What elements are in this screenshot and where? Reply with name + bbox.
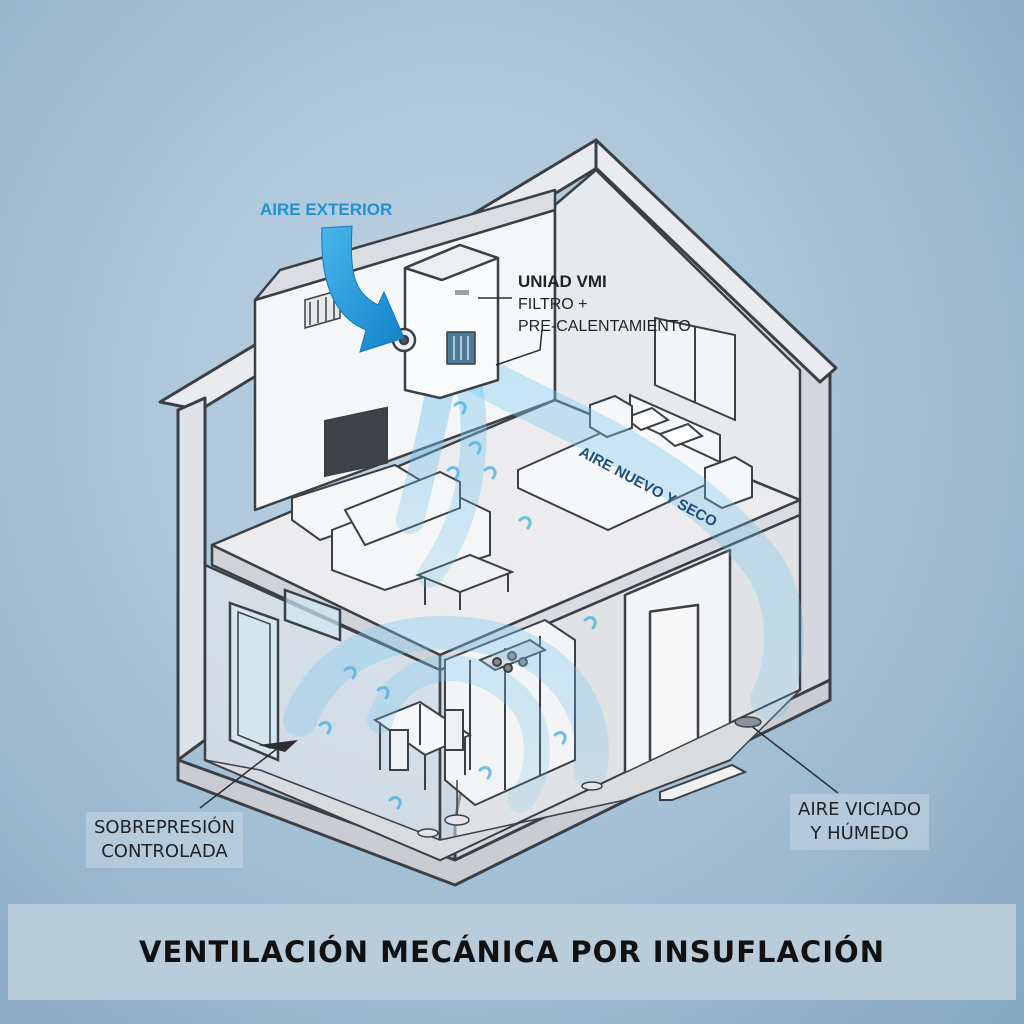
floor-vent-3 <box>581 781 603 791</box>
vmi-unit <box>391 243 500 400</box>
title-banner: VENTILACIÓN MECÁNICA POR INSUFLACIÓN <box>8 904 1016 1000</box>
stale-air-callout: AIRE VICIADO Y HÚMEDO <box>790 794 930 850</box>
overpressure-callout: SOBREPRESIÓN CONTROLADA <box>86 812 243 868</box>
bathroom <box>228 588 342 762</box>
pillow-1 <box>622 406 671 432</box>
vmi-unit-line2: PRE-CALENTAMIENTO <box>518 318 691 335</box>
dining-table <box>372 700 473 790</box>
leader-lines <box>199 297 839 809</box>
bathroom-outflow-arrow <box>258 740 298 752</box>
banner-title: VENTILACIÓN MECÁNICA POR INSUFLACIÓN <box>139 935 885 969</box>
floor-vent-4 <box>734 716 762 728</box>
overpressure-line2: CONTROLADA <box>101 841 228 862</box>
floor-vent-2 <box>417 828 439 838</box>
airflow-stream-kitchen <box>283 615 609 787</box>
airflow <box>283 355 804 813</box>
overpressure-line1: SOBREPRESIÓN <box>94 817 235 838</box>
roof-right <box>594 138 838 384</box>
outside-air-label: AIRE EXTERIOR <box>260 200 392 219</box>
house-illustration: AIRE EXTERIOR UNIAD VMI FILTRO + PRE-CAL… <box>158 138 839 887</box>
airflow-stream-center <box>417 377 487 588</box>
airflow-stream-bedroom <box>460 355 804 720</box>
vmi-unit-title: UNIAD VMI <box>518 272 607 291</box>
left-outer-wall <box>176 396 207 762</box>
ground-slab <box>176 678 832 887</box>
stale-air-line1: AIRE VICIADO <box>798 799 922 820</box>
airflow-stream-upper <box>396 376 454 534</box>
entry-step <box>659 763 748 801</box>
floor-vents <box>417 716 762 838</box>
tv-screen <box>324 406 388 478</box>
vmi-filter-icon <box>446 331 476 365</box>
stale-air-line2: Y HÚMEDO <box>810 823 909 844</box>
pillow-2 <box>657 422 704 448</box>
airflow-stream-lower <box>367 655 550 813</box>
wall-vent-grille <box>304 289 341 329</box>
floor-vent-1 <box>444 814 470 826</box>
outside-air-arrow <box>321 225 405 353</box>
vmi-unit-line1: FILTRO + <box>518 296 588 313</box>
